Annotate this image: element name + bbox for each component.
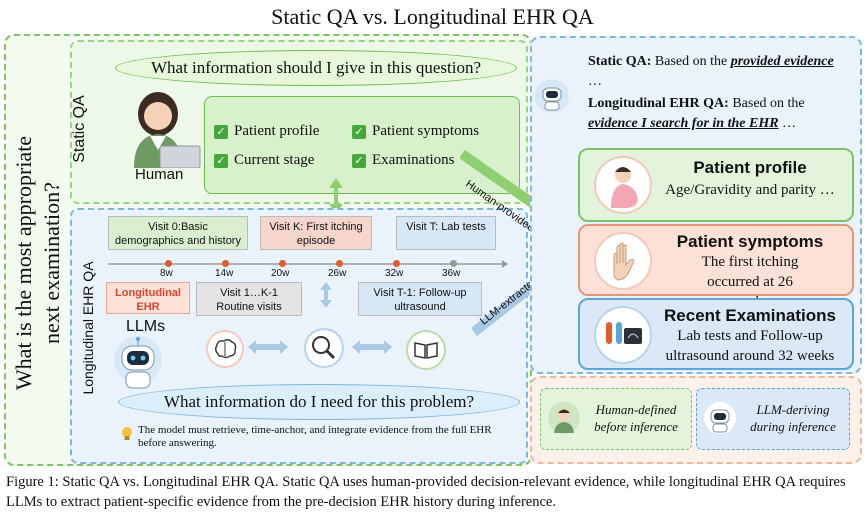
check-icon: ✓: [214, 125, 228, 139]
timeline-dot: [450, 260, 457, 267]
right-robot-icon: [534, 78, 570, 114]
static-checklist-panel: [204, 96, 520, 194]
check-icon: ✓: [352, 125, 366, 139]
vertical-double-arrow: [328, 176, 344, 216]
tick-label: 14w: [215, 268, 234, 279]
visit-t-pill: Visit T: Lab tests: [396, 216, 496, 250]
hand-icon: [594, 232, 652, 290]
visit-t-1-pill: Visit T-1: Follow-up ultrasound: [358, 282, 482, 316]
bidirectional-arrow-icon: [248, 340, 288, 354]
bidirectional-arrow-icon: [352, 340, 392, 354]
card-recent-examinations: Recent Examinations Lab tests and Follow…: [578, 298, 854, 370]
checklist-item: ✓Patient profile: [214, 123, 319, 140]
figure-title: Static QA vs. Longitudinal EHR QA: [271, 4, 594, 29]
robot-icon: [108, 334, 168, 392]
tick-label: 32w: [385, 268, 404, 279]
timeline-dot: [393, 260, 400, 267]
card-body: Lab tests and Follow-up ultrasound aroun…: [665, 328, 835, 364]
question-line-2: next examination?: [39, 182, 64, 344]
tick-label: 36w: [442, 268, 461, 279]
longitudinal-section: [70, 208, 528, 464]
question-vertical-label: What is the most appropriate next examin…: [8, 40, 68, 460]
card-title: Patient profile: [693, 158, 807, 177]
longitudinal-vertical: Longitudinal EHR QA: [76, 240, 100, 420]
timeline-dot: [165, 260, 172, 267]
legend-human-text: Human-defined before inference: [594, 402, 678, 434]
tick-label: 26w: [328, 268, 347, 279]
longitudinal-ehr-tag: Longitudinal EHR: [106, 282, 190, 314]
checklist-item: ✓Patient symptoms: [352, 123, 479, 140]
legend-human: Human-defined before inference: [540, 388, 692, 450]
legend-llm: LLM-deriving during inference: [696, 388, 850, 450]
card-body: Age/Gravidity and parity …: [665, 182, 835, 198]
tick-label: 20w: [271, 268, 290, 279]
visit-1-k-pill: Visit 1…K-1 Routine visits: [196, 282, 302, 316]
bulb-icon: [120, 426, 134, 442]
static-qa-statement: Static QA: Based on the provided evidenc…: [588, 54, 834, 89]
legend-llm-text: LLM-deriving during inference: [750, 402, 836, 434]
search-icon: [304, 328, 344, 368]
card-title: Recent Examinations: [664, 306, 836, 325]
llm-label: LLMs: [126, 318, 166, 335]
longitudinal-bubble: What information do I need for this prob…: [118, 384, 520, 420]
checklist-item: ✓Examinations: [352, 152, 455, 169]
card-patient-profile: Patient profile Age/Gravidity and parity…: [578, 148, 854, 222]
vertical-arrow-icon: [318, 280, 334, 310]
timeline-dot: [336, 260, 343, 267]
timeline-dot: [222, 260, 229, 267]
lab-tests-icon: [594, 306, 652, 364]
timeline-dot: [279, 260, 286, 267]
brain-icon: [206, 330, 244, 368]
longitudinal-statement: Longitudinal EHR QA: Based on the eviden…: [588, 96, 805, 131]
visit-0-pill: Visit 0:Basic demographics and history: [108, 216, 248, 250]
check-icon: ✓: [214, 154, 228, 168]
human-label: Human: [135, 166, 184, 183]
visit-k-pill: Visit K: First itching episode: [260, 216, 372, 250]
longitudinal-note: The model must retrieve, time-anchor, an…: [138, 424, 492, 449]
static-qa-label: Static QA: [71, 95, 88, 163]
longitudinal-label: Longitudinal EHR QA: [80, 261, 96, 395]
human-avatar-icon: [547, 401, 581, 435]
tick-label: 8w: [160, 268, 173, 279]
question-line-1: What is the most appropriate: [11, 135, 36, 391]
human-illustration: [120, 88, 210, 169]
static-qa-bubble: What information should I give in this q…: [115, 50, 517, 86]
book-icon: [406, 330, 446, 370]
check-icon: ✓: [352, 154, 366, 168]
card-patient-symptoms: Patient symptoms The first itching occur…: [578, 224, 854, 310]
figure-caption: Figure 1: Static QA vs. Longitudinal EHR…: [6, 474, 846, 510]
card-title: Patient symptoms: [676, 232, 824, 251]
robot-avatar-icon: [703, 401, 737, 435]
checklist-item: ✓Current stage: [214, 152, 314, 169]
timeline-axis: [108, 260, 508, 280]
pregnant-woman-icon: [594, 156, 652, 214]
static-qa-vertical: Static QA: [70, 80, 94, 180]
